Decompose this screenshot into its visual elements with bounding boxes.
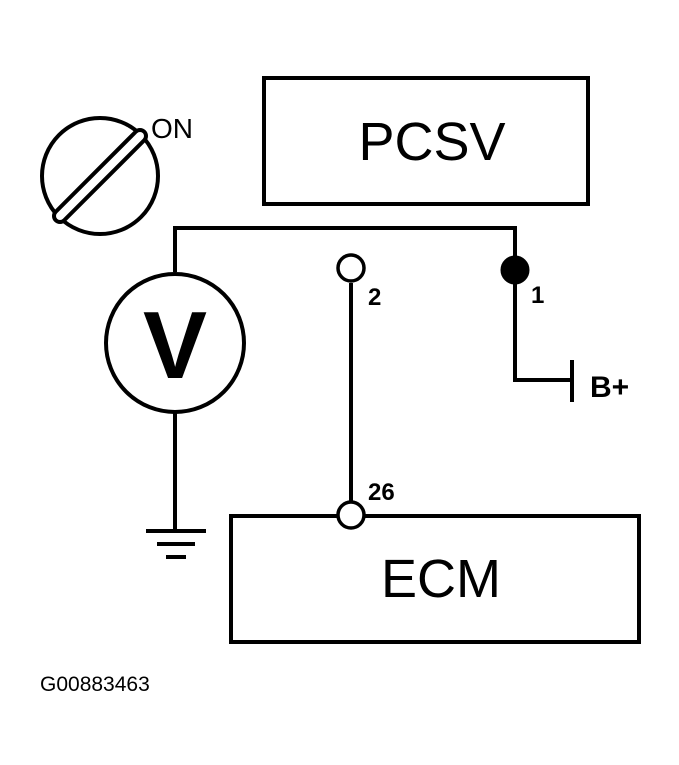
pin-2-terminal (336, 253, 366, 283)
ecm-component: ECM (229, 514, 641, 644)
pin-2-label: 2 (368, 284, 381, 311)
pcsv-box (262, 76, 590, 206)
pcsv-component: PCSV (262, 76, 590, 206)
pin-1-terminal (500, 255, 530, 285)
ground-icon (146, 529, 206, 559)
pcsv-label: PCSV (358, 112, 505, 172)
battery-label: B+ (590, 371, 629, 404)
ignition-switch-icon (40, 116, 160, 236)
voltmeter-symbol: V (143, 292, 207, 399)
ignition-state-label: ON (151, 113, 193, 144)
figure-id-caption: G00883463 (40, 673, 150, 696)
pin1-to-battery-wire (513, 272, 570, 382)
ecm-box (229, 514, 641, 644)
ecm-label: ECM (381, 549, 501, 609)
pin-26-terminal (336, 500, 366, 530)
pin-1-label: 1 (531, 282, 544, 309)
voltmeter-icon: V (104, 272, 246, 414)
voltmeter-to-pin1-wire (173, 226, 517, 272)
pin-26-label: 26 (368, 479, 395, 506)
